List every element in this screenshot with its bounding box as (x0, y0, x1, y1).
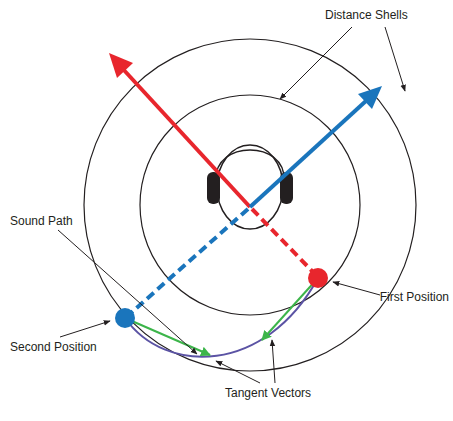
tangent-vector (125, 318, 210, 355)
direction-dash (252, 209, 314, 273)
second-position-dot (115, 308, 135, 328)
arrowhead (358, 86, 382, 109)
position-label: Second Position (10, 340, 97, 354)
headband (216, 150, 284, 180)
leader-line (60, 321, 110, 337)
direction-arrow (250, 100, 367, 207)
first-position-dot (308, 268, 328, 288)
leader-line (385, 27, 405, 91)
direction-arrow (122, 68, 250, 207)
leader-line (333, 282, 380, 295)
leader-line (272, 340, 275, 383)
leader-line (58, 230, 197, 354)
outer-shell (84, 39, 416, 371)
arrowhead (109, 53, 133, 78)
path-label: Sound Path (10, 214, 73, 228)
shell-label: Distance Shells (325, 8, 408, 22)
vector-label: Tangent Vectors (225, 386, 311, 400)
sound-path (125, 278, 318, 357)
direction-dash (132, 209, 248, 312)
tangent-vector (262, 278, 318, 340)
leader-line (216, 361, 260, 383)
leader-line (280, 27, 352, 99)
ear-cup (207, 172, 220, 204)
position-label: First Position (380, 290, 449, 304)
